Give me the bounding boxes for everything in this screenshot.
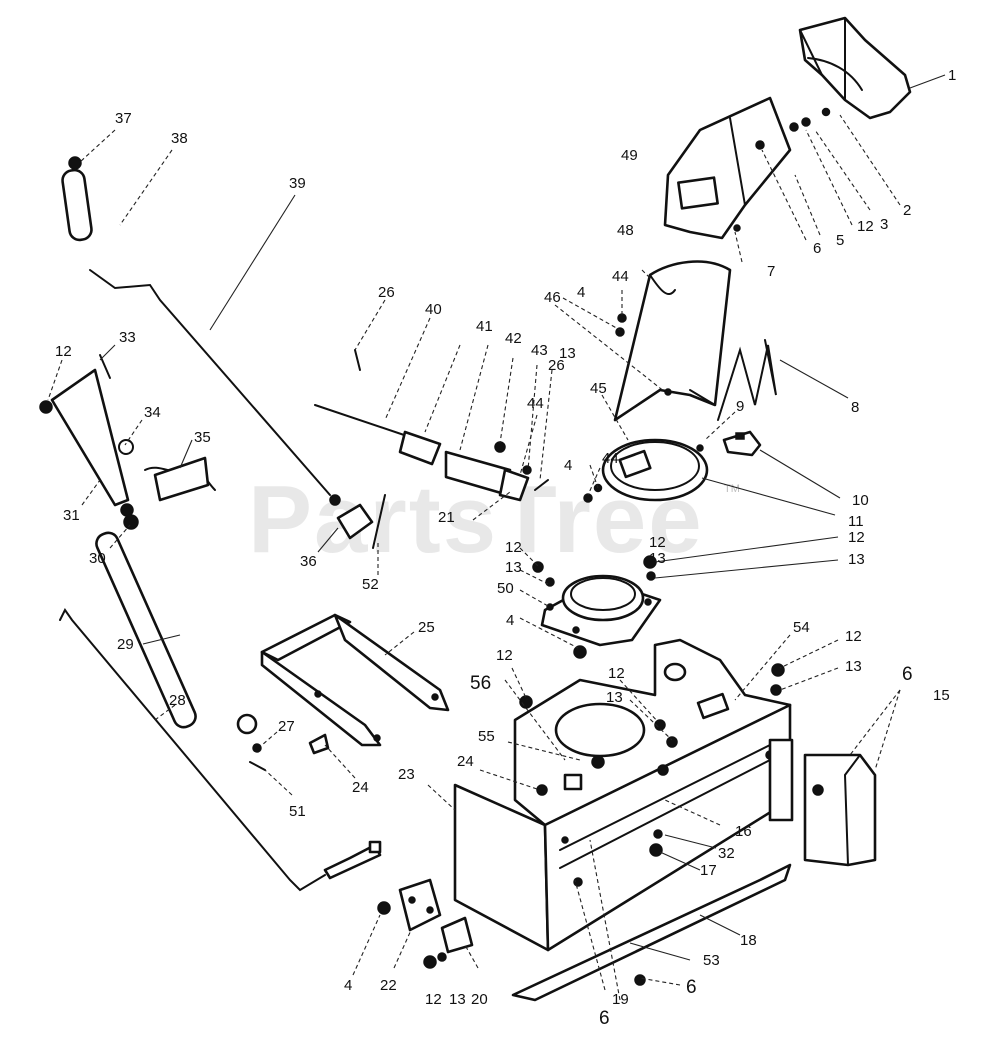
- callout-6d: 6: [599, 1008, 610, 1029]
- bearing-plate: [377, 878, 474, 969]
- watermark-trademark: TM: [724, 483, 740, 495]
- callout-44a: 44: [612, 268, 629, 285]
- callout-13g: 13: [649, 550, 666, 567]
- callout-11: 11: [848, 513, 864, 530]
- callout-46: 46: [544, 289, 561, 306]
- shave-plate: [511, 863, 792, 1002]
- chute-spring-wire: [717, 339, 777, 421]
- leader-lines: [47, 74, 946, 1001]
- callout-38: 38: [171, 130, 188, 147]
- callout-5: 5: [836, 232, 844, 249]
- callout-20: 20: [471, 991, 488, 1008]
- callout-53: 53: [703, 952, 720, 969]
- callout-4c: 4: [577, 284, 585, 301]
- callout-26a: 26: [548, 357, 565, 374]
- callout-2: 2: [903, 202, 911, 219]
- callout-16: 16: [735, 823, 752, 840]
- main-housing: [453, 638, 794, 952]
- callout-36: 36: [300, 553, 317, 570]
- callout-13c: 13: [449, 991, 466, 1008]
- callout-24a: 24: [457, 753, 474, 770]
- callout-1: 1: [948, 67, 956, 84]
- callout-43: 43: [531, 342, 548, 359]
- frame: [260, 613, 450, 755]
- callout-19: 19: [612, 991, 629, 1008]
- callout-13a: 13: [848, 551, 865, 568]
- callout-12e: 12: [496, 647, 513, 664]
- callout-42: 42: [505, 330, 522, 347]
- callout-44b: 44: [602, 450, 619, 467]
- callout-25: 25: [418, 619, 435, 636]
- callout-12a: 12: [857, 218, 874, 235]
- pin-and-bolt: [336, 494, 386, 549]
- callout-12g: 12: [505, 539, 522, 556]
- callout-17: 17: [700, 862, 717, 879]
- callout-3: 3: [880, 216, 888, 233]
- callout-28: 28: [169, 692, 186, 709]
- callout-9: 9: [736, 398, 744, 415]
- callout-13e: 13: [505, 559, 522, 576]
- callout-4b: 4: [506, 612, 514, 629]
- chute-bracket: [663, 96, 831, 240]
- callout-26b: 26: [378, 284, 395, 301]
- callout-34: 34: [144, 404, 161, 421]
- callout-8: 8: [851, 399, 859, 416]
- callout-labels: 1 2 3 12 5 6 7 8 9 10 11 12 13 12 13 6 1…: [55, 67, 956, 1029]
- callout-7: 7: [767, 263, 775, 280]
- callout-51: 51: [289, 803, 306, 820]
- callout-13f: 13: [559, 345, 576, 362]
- callout-50: 50: [497, 580, 514, 597]
- callout-6b: 6: [902, 664, 913, 685]
- callout-39: 39: [289, 175, 306, 192]
- callout-13b: 13: [845, 658, 862, 675]
- callout-27: 27: [278, 718, 295, 735]
- callout-33: 33: [119, 329, 136, 346]
- callout-12d: 12: [425, 991, 442, 1008]
- callout-22: 22: [380, 977, 397, 994]
- decal-49: [677, 176, 719, 210]
- side-plate: [803, 753, 877, 867]
- callout-49: 49: [621, 147, 638, 164]
- callout-32: 32: [718, 845, 735, 862]
- chute-latch: [722, 430, 762, 457]
- callout-52: 52: [362, 576, 379, 593]
- callout-12f: 12: [608, 665, 625, 682]
- callout-6c: 6: [686, 977, 697, 998]
- callout-4a: 4: [344, 977, 352, 994]
- linkage-rod: [59, 608, 382, 892]
- callout-41: 41: [476, 318, 493, 335]
- callout-4d: 4: [564, 457, 572, 474]
- callout-48: 48: [617, 222, 634, 239]
- callout-6a: 6: [813, 240, 821, 257]
- chute-deflector: [798, 16, 912, 120]
- callout-12i: 12: [649, 534, 666, 551]
- callout-15: 15: [933, 687, 950, 704]
- callout-21: 21: [438, 509, 455, 526]
- callout-23: 23: [398, 766, 415, 783]
- callout-30: 30: [89, 550, 106, 567]
- callout-56: 56: [470, 673, 491, 694]
- upper-chute: [613, 260, 732, 422]
- callout-37: 37: [115, 110, 132, 127]
- callout-29: 29: [117, 636, 134, 653]
- callout-44c: 44: [527, 395, 544, 412]
- callout-13d: 13: [606, 689, 623, 706]
- callout-12c: 12: [845, 628, 862, 645]
- callout-12b: 12: [848, 529, 865, 546]
- callout-45: 45: [590, 380, 607, 397]
- callout-40: 40: [425, 301, 442, 318]
- crank-assembly: [39, 156, 341, 771]
- callout-31: 31: [63, 507, 80, 524]
- chute-base: [532, 555, 662, 659]
- chute-ring: [583, 438, 709, 503]
- callout-35: 35: [194, 429, 211, 446]
- callout-24b: 24: [352, 779, 369, 796]
- callout-12h: 12: [55, 343, 72, 360]
- spring-rod-assembly: [314, 349, 549, 502]
- callout-55: 55: [478, 728, 495, 745]
- callout-54: 54: [793, 619, 810, 636]
- callout-10: 10: [852, 492, 869, 509]
- callout-18: 18: [740, 932, 757, 949]
